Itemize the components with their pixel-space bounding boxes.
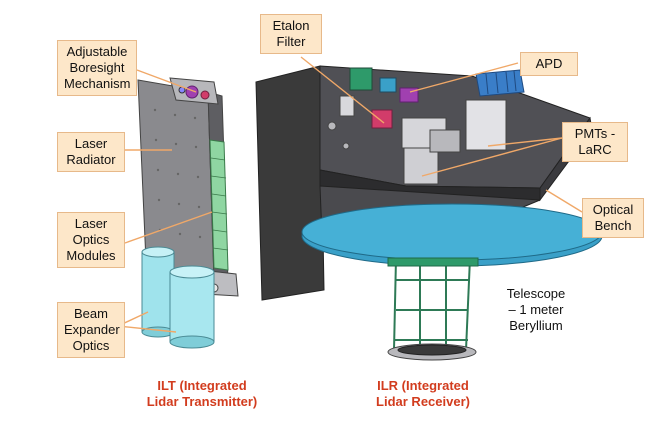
- ilr-title: ILR (Integrated Lidar Receiver): [358, 378, 488, 410]
- beam-expander-line-3: Optics: [72, 338, 110, 353]
- optical-bench-label: Optical Bench: [582, 198, 644, 238]
- telescope-line-1: Telescope: [506, 286, 566, 301]
- optics-modules-line-1: Laser: [74, 216, 108, 231]
- radiator-line-2: Radiator: [66, 152, 116, 167]
- telescope-label: Telescope – 1 meter Beryllium: [494, 286, 578, 334]
- boresight-line-2: Boresight: [69, 60, 125, 75]
- optical-bench-line-1: Optical: [592, 202, 634, 217]
- ilr-title-line-1: ILR (Integrated: [377, 378, 469, 393]
- boresight-mechanism-label: Adjustable Boresight Mechanism: [57, 40, 137, 96]
- ilr-title-line-2: Lidar Receiver): [376, 394, 470, 409]
- optical-bench-line-2: Bench: [594, 218, 632, 233]
- apd-label: APD: [520, 52, 578, 76]
- ilt-title-line-1: ILT (Integrated: [157, 378, 247, 393]
- etalon-line-2: Filter: [276, 34, 306, 49]
- beam-expander-optics-label: Beam Expander Optics: [57, 302, 125, 358]
- ilt-title-line-2: Lidar Transmitter): [146, 394, 258, 409]
- pmts-line-1: PMTs -: [574, 126, 616, 141]
- ilt-title: ILT (Integrated Lidar Transmitter): [132, 378, 272, 410]
- etalon-line-1: Etalon: [272, 18, 310, 33]
- boresight-line-1: Adjustable: [66, 44, 128, 59]
- etalon-filter-label: Etalon Filter: [260, 14, 322, 54]
- telescope-line-2: – 1 meter: [508, 302, 564, 317]
- beam-expander-line-2: Expander: [64, 322, 120, 337]
- laser-optics-modules-label: Laser Optics Modules: [57, 212, 125, 268]
- beam-expander-line-1: Beam: [74, 306, 108, 321]
- leader-lines: [117, 56, 583, 333]
- optics-modules-line-3: Modules: [66, 248, 116, 263]
- pmts-line-2: LaRC: [578, 142, 612, 157]
- boresight-line-3: Mechanism: [64, 76, 131, 91]
- apd-line-1: APD: [535, 56, 563, 71]
- pmts-larc-label: PMTs - LaRC: [562, 122, 628, 162]
- telescope-line-3: Beryllium: [509, 318, 563, 333]
- laser-radiator-label: Laser Radiator: [57, 132, 125, 172]
- optics-modules-line-2: Optics: [72, 232, 110, 247]
- radiator-line-1: Laser: [74, 136, 108, 151]
- ilt-assembly: [137, 77, 239, 349]
